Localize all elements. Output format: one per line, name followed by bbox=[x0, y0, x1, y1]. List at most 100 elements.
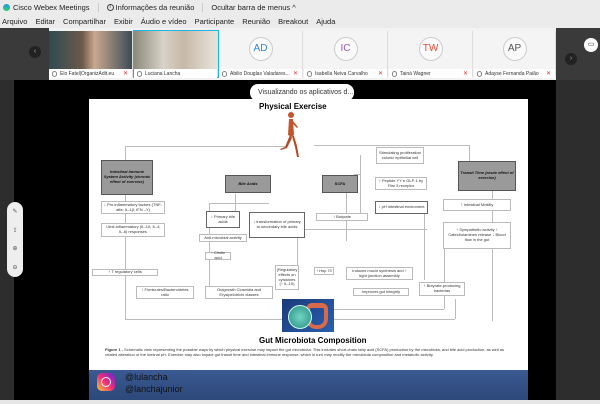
menu-exibir[interactable]: Exibir bbox=[113, 16, 133, 26]
strip-right-area: › ▭ bbox=[556, 28, 600, 80]
layout-icon[interactable]: ▭ bbox=[584, 38, 598, 52]
app-name: Cisco Webex Meetings bbox=[13, 2, 90, 12]
participant-namebar: Tainá Wagner ✕ bbox=[389, 69, 472, 78]
outgrowth-box: Outgrowth Clostridia and Erysipelotrichi… bbox=[205, 286, 273, 299]
connector-line bbox=[444, 239, 445, 309]
participant-name: Elo Fatel|OrganizAdit.eu bbox=[60, 70, 115, 77]
primary-bile-box: ↓ Primary bile acids bbox=[206, 211, 240, 228]
pointer-icon[interactable]: ⇪ bbox=[12, 227, 18, 234]
bile-acids-box: Bile Acids bbox=[225, 175, 271, 193]
headset-icon bbox=[307, 70, 312, 77]
divider bbox=[202, 2, 204, 12]
regulatory-cytokines-box: (Regulatory effects on cytokines (↑ IL-1… bbox=[275, 265, 299, 290]
avatar: AD bbox=[248, 37, 273, 61]
connector-line bbox=[125, 146, 285, 147]
menu-ajuda[interactable]: Ajuda bbox=[316, 16, 336, 26]
info-icon[interactable]: i bbox=[106, 3, 114, 11]
participant-namebar: Abilio Douglas Valadares... ✕ bbox=[219, 69, 302, 78]
previous-participants-button[interactable]: ‹ bbox=[29, 46, 41, 58]
divider bbox=[97, 2, 99, 12]
slide-title-bottom: Gut Microbiota Composition bbox=[259, 336, 367, 345]
participant-tile[interactable]: IC Isabella Neiva Carvalho ✕ bbox=[304, 31, 388, 78]
stimulating-box: Stimulating proliferation colonic epithe… bbox=[376, 147, 424, 164]
transit-time-box: Transit Time (acute effect of exercise) bbox=[458, 161, 516, 191]
headset-icon bbox=[137, 70, 142, 77]
hide-menu-button[interactable]: Ocultar barra de menus ^ bbox=[211, 2, 296, 12]
gut-microbiota-image bbox=[282, 299, 334, 332]
connector-line bbox=[455, 299, 456, 319]
sympathetic-box: ↑ Sympathetic activity ↑ Catecholamines … bbox=[443, 222, 511, 249]
muted-mic-icon: ✕ bbox=[122, 71, 128, 77]
connector-line bbox=[360, 155, 361, 215]
shared-slide: Physical Exercise Intestinal Immune Syst… bbox=[89, 99, 528, 370]
slide-footer: @lulancha @lanchajunior bbox=[89, 370, 528, 404]
participant-video bbox=[134, 31, 217, 69]
avatar: TW bbox=[418, 37, 443, 61]
participant-tile[interactable]: AD Abilio Douglas Valadares... ✕ bbox=[219, 31, 303, 78]
slide-title-top: Physical Exercise bbox=[259, 102, 327, 111]
participant-name: Abilio Douglas Valadares... bbox=[230, 70, 290, 77]
next-participants-button[interactable]: › bbox=[565, 53, 577, 65]
participant-name: Luciana Lancha bbox=[145, 70, 181, 77]
meeting-info-button[interactable]: Informações da reunião bbox=[115, 2, 195, 12]
menu-compartilhar[interactable]: Compartilhar bbox=[63, 16, 106, 26]
connector-line bbox=[209, 203, 210, 288]
hsp70-box: ↑ Hsp 70 bbox=[314, 267, 334, 275]
menu-editar[interactable]: Editar bbox=[35, 16, 56, 26]
headset-icon bbox=[52, 70, 57, 77]
headset-icon bbox=[392, 70, 397, 77]
participant-name: Adayse Fernanda Paião bbox=[485, 70, 539, 77]
firmicutes-box: ↑ Firmicutes/Bacteroidetes ratio bbox=[136, 286, 194, 299]
antimicrobial-box: Anti-microbial activity bbox=[199, 234, 247, 242]
participant-namebar: Adayse Fernanda Paião ✕ bbox=[474, 69, 555, 78]
butyrate-box: ↑ Butyrate bbox=[316, 213, 368, 221]
instagram-handle-1: @lulancha bbox=[125, 372, 168, 382]
caption-text: Schematic view representing the possible… bbox=[105, 347, 505, 358]
annotate-icon[interactable]: ✎ bbox=[12, 208, 18, 215]
anti-inflammatory-box: ↑Anti-inflammatory (IL-10; IL-4; IL-6) r… bbox=[101, 223, 165, 237]
scfa-box: SCFA bbox=[322, 175, 358, 193]
participant-name: Tainá Wagner bbox=[400, 70, 431, 77]
participant-strip: ‹ Elo Fatel|OrganizAdit.eu ✕ Luciana Lan… bbox=[0, 28, 600, 80]
menu-bar: Arquivo Editar Compartilhar Exibir Áudio… bbox=[0, 14, 600, 28]
zoom-out-icon[interactable]: ⊖ bbox=[12, 265, 18, 272]
connector-line bbox=[125, 146, 126, 160]
cholic-acid-box: ↑ Cholic acid bbox=[205, 250, 231, 260]
participant-tile[interactable]: TW Tainá Wagner ✕ bbox=[389, 31, 473, 78]
zoom-controls: ✎ ⇪ ⊕ ⊖ bbox=[7, 202, 23, 277]
avatar: AP bbox=[502, 37, 527, 61]
microbe-illustration bbox=[288, 305, 312, 329]
title-bar: Cisco Webex Meetings i Informações da re… bbox=[0, 0, 600, 14]
bottom-bar bbox=[0, 400, 600, 404]
connector-line bbox=[209, 203, 269, 204]
zoom-in-icon[interactable]: ⊕ bbox=[12, 246, 18, 253]
menu-participante[interactable]: Participante bbox=[194, 16, 235, 26]
butyrate-bacteria-box: ↑ Butyrate-producing bacterias bbox=[419, 282, 465, 296]
connector-line bbox=[297, 229, 298, 267]
muted-mic-icon: ✕ bbox=[462, 71, 468, 77]
participant-namebar: Luciana Lancha bbox=[134, 69, 217, 78]
participant-tile[interactable]: AP Adayse Fernanda Paião ✕ bbox=[474, 31, 556, 78]
participant-tile[interactable]: Elo Fatel|OrganizAdit.eu ✕ bbox=[49, 31, 133, 78]
participant-tile-active[interactable]: Luciana Lancha bbox=[133, 30, 219, 78]
peptide-box: ↑ Peptide YY e GLP-1 by Ffar 3 receptor bbox=[375, 177, 427, 190]
avatar: IC bbox=[333, 37, 358, 61]
connector-line bbox=[314, 145, 469, 146]
ph-box: ↓ pH intestinal enviroment bbox=[375, 201, 428, 214]
caption-label: Figure 1 - bbox=[105, 347, 124, 352]
headset-icon bbox=[477, 70, 482, 77]
menu-reuniao[interactable]: Reunião bbox=[242, 16, 271, 26]
connector-line bbox=[354, 174, 360, 175]
instagram-handle-2: @lanchajunior bbox=[125, 384, 183, 394]
muted-mic-icon: ✕ bbox=[545, 71, 551, 77]
immune-system-box: Intestinal Immune System Activity (chron… bbox=[101, 160, 153, 195]
phone-icon bbox=[222, 70, 227, 77]
participant-video bbox=[49, 31, 132, 69]
sharing-tooltip: Visualizando os aplicativos d... bbox=[250, 84, 354, 101]
menu-breakout[interactable]: Breakout bbox=[278, 16, 309, 26]
transformation-box: ↓ transformation of primary to secondary… bbox=[249, 212, 305, 238]
menu-arquivo[interactable]: Arquivo bbox=[2, 16, 28, 26]
runner-figure-icon bbox=[280, 112, 299, 157]
webex-logo-icon bbox=[3, 3, 10, 11]
menu-audio-video[interactable]: Áudio e vídeo bbox=[140, 16, 187, 26]
